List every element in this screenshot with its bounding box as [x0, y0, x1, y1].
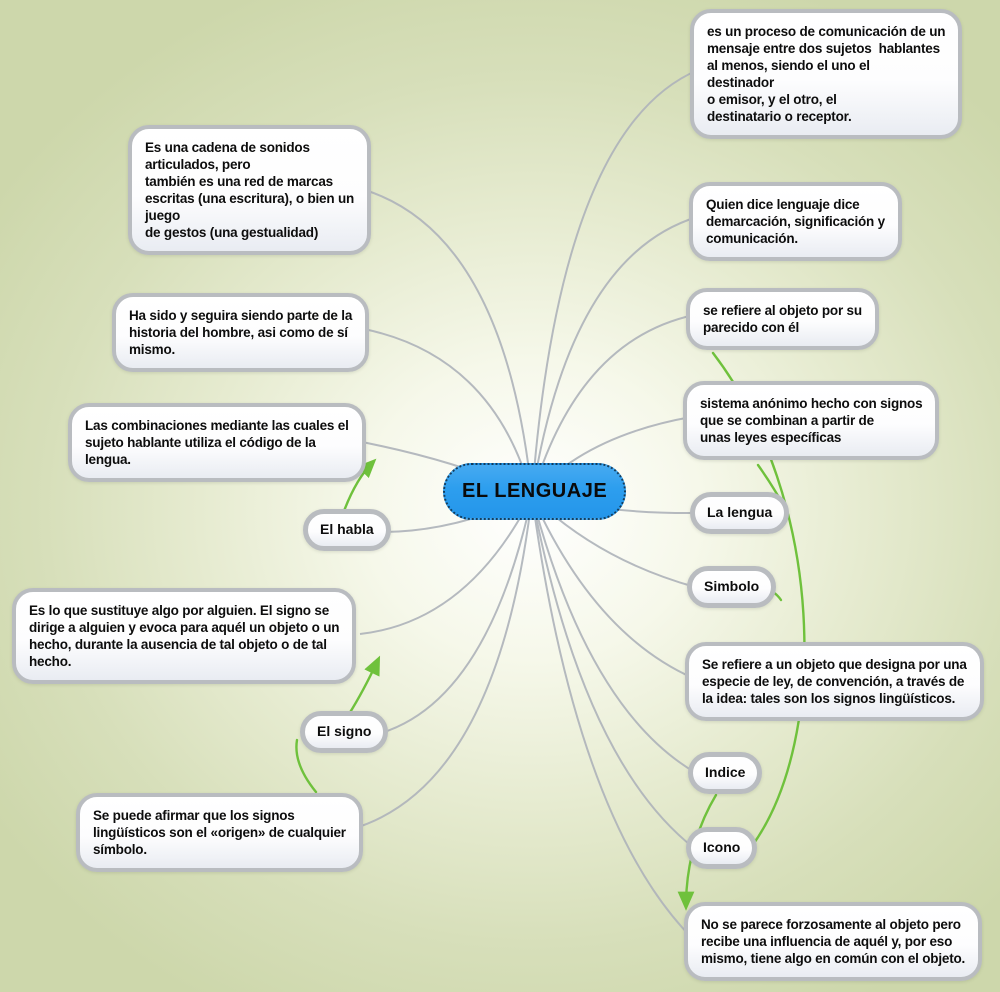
node-def-combinaciones[interactable]: Las combinaciones mediante las cuales el…: [68, 403, 366, 482]
node-def-cadena-sonidos[interactable]: Es una cadena de sonidos articulados, pe…: [128, 125, 372, 255]
node-def-proceso-comunicacion[interactable]: es un proceso de comunicación de un mens…: [690, 9, 963, 139]
connector-center-to-def-ley-convencion: [531, 495, 694, 679]
node-icono[interactable]: Icono: [686, 827, 758, 869]
node-def-parecido-objeto[interactable]: se refiere al objeto por su parecido con…: [686, 288, 879, 350]
node-el-signo[interactable]: El signo: [300, 711, 389, 753]
connector-center-to-def-origen-simbolo: [351, 495, 533, 830]
node-def-origen-simbolo[interactable]: Se puede afirmar que los signos lingüíst…: [76, 793, 363, 872]
connector-center-to-def-demarcacion: [531, 216, 698, 497]
node-def-sistema-anonimo[interactable]: sistema anónimo hecho con signos que se …: [683, 381, 940, 460]
arrow-el-signo-to-def-sustituye: [347, 655, 381, 716]
node-def-influencia-objeto[interactable]: No se parece forzosamente al objeto pero…: [684, 902, 983, 981]
node-def-ley-convencion[interactable]: Se refiere a un objeto que designa por u…: [685, 642, 984, 721]
node-la-lengua[interactable]: La lengua: [690, 492, 790, 534]
connector-center-to-def-parecido-objeto: [531, 314, 695, 497]
connector-center-to-def-cadena-sonidos: [364, 189, 533, 497]
connector-center-to-el-signo: [369, 495, 533, 737]
arrow-def-origen-simbolo-to-el-signo: [295, 738, 318, 794]
node-indice[interactable]: Indice: [688, 752, 763, 794]
node-def-sustituye[interactable]: Es lo que sustituye algo por alguien. El…: [12, 588, 357, 684]
node-simbolo[interactable]: Simbolo: [687, 566, 777, 608]
connector-center-to-def-influencia-objeto: [531, 495, 693, 939]
connector-center-to-def-historia-hombre: [363, 328, 533, 497]
connector-center-to-def-sustituye: [359, 495, 533, 635]
connector-center-to-icono: [531, 495, 695, 849]
node-el-habla[interactable]: El habla: [303, 509, 391, 551]
arrow-el-habla-to-def-combinaciones: [342, 458, 377, 513]
node-def-demarcacion[interactable]: Quien dice lenguaje dice demarcación, si…: [689, 182, 902, 261]
connector-center-to-indice: [531, 495, 697, 774]
connector-center-to-def-proceso-comunicacion: [531, 69, 699, 497]
node-el-lenguaje-center[interactable]: EL LENGUAJE: [443, 463, 627, 520]
node-def-historia-hombre[interactable]: Ha sido y seguira siendo parte de la his…: [112, 293, 370, 372]
